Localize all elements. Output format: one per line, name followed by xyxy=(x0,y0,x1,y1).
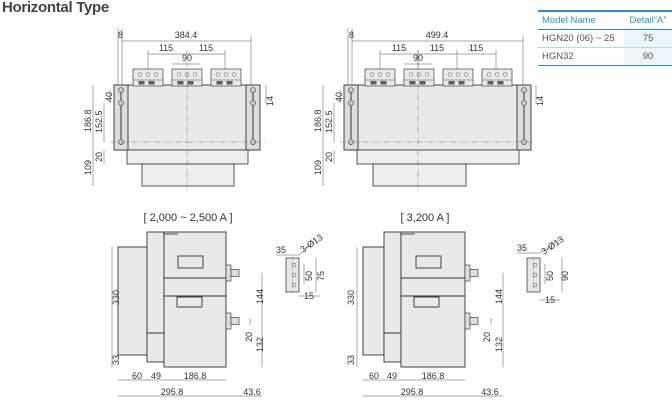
side-view-2-dims: 330 33 144 20 132 60 49 186.8 295.8 43.6 xyxy=(346,289,504,397)
dim-43-6: 43.6 xyxy=(243,387,261,397)
dim-flange-8: 8 xyxy=(118,30,123,40)
side-view-1-dims: 330 33 144 20 132 60 49 186.8 295.8 43.6 xyxy=(111,289,265,397)
side-view-2-dimlines xyxy=(356,247,504,397)
front-view-3-terminal xyxy=(92,28,267,192)
dim-50: 50 xyxy=(304,271,314,281)
dim-35: 35 xyxy=(517,243,527,253)
dim-33: 33 xyxy=(111,355,121,365)
dim-detail-a: 75 xyxy=(316,271,326,281)
side-view-3200a xyxy=(362,231,479,368)
dim-186-8: 186.8 xyxy=(313,109,323,132)
cell-model: HGN20 (06) ~ 25 xyxy=(538,29,625,48)
header-model-name: Model Name xyxy=(538,10,625,30)
model-detail-table: Model Name Detail“A” HGN20 (06) ~ 25 75 … xyxy=(538,10,672,66)
header-detail-a: Detail“A” xyxy=(624,10,672,30)
dim-132: 132 xyxy=(494,337,504,352)
dim-49: 49 xyxy=(387,371,397,381)
detail-a-2: 35 3-Ø13 50 90 15 xyxy=(517,234,570,305)
dim-295-8: 295.8 xyxy=(401,387,424,397)
dim-295-8: 295.8 xyxy=(161,387,184,397)
dim-pitch-3: 115 xyxy=(469,43,483,53)
dim-186-8: 186.8 xyxy=(422,371,445,381)
dim-overall-width: 499.4 xyxy=(426,30,449,40)
front-view-4-terminal xyxy=(322,28,537,192)
front-view-3-dims: 8 8 384.4 115 115 90 40 14 186.8 152.5 2… xyxy=(83,30,275,175)
dim-35: 35 xyxy=(276,245,286,255)
dim-109: 109 xyxy=(83,160,93,175)
dim-15: 15 xyxy=(545,295,555,305)
dim-flange-8: 8 xyxy=(349,30,354,40)
section-caption-3200a: [ 3,200 A ] xyxy=(401,212,450,224)
dim-152-5: 152.5 xyxy=(94,110,104,133)
dim-60: 60 xyxy=(369,371,379,381)
dim-holes: 3-Ø13 xyxy=(298,232,324,255)
dim-center-pitch: 90 xyxy=(182,53,192,63)
dim-holes: 3-Ø13 xyxy=(539,234,565,257)
front-view-4-dims: 8 499.4 115 115 115 90 40 14 186.8 152.5… xyxy=(313,30,545,175)
dim-144: 144 xyxy=(255,289,265,304)
dim-pitch-2: 115 xyxy=(430,43,444,53)
dim-152-5: 152.5 xyxy=(324,110,334,133)
dim-14: 14 xyxy=(265,96,275,106)
dim-330: 330 xyxy=(111,290,121,305)
dim-186-8: 186.8 xyxy=(184,371,207,381)
dim-186-8: 186.8 xyxy=(83,109,93,132)
dim-33: 33 xyxy=(346,355,356,365)
detail-a-1: 35 3-Ø13 50 75 15 xyxy=(276,232,326,301)
dim-detail-a: 90 xyxy=(560,271,570,281)
dim-109: 109 xyxy=(313,160,323,175)
dim-14: 14 xyxy=(535,96,545,106)
cell-detail: 90 xyxy=(624,47,672,66)
dim-pitch-1: 115 xyxy=(392,43,406,53)
dim-20: 20 xyxy=(244,332,254,342)
dim-330: 330 xyxy=(346,290,356,305)
dim-pitch-right: 115 xyxy=(199,43,213,53)
side-view-2000-2500a xyxy=(117,231,240,368)
page-title: Horizontal Type xyxy=(2,0,109,16)
dim-43-6: 43.6 xyxy=(481,387,499,397)
dim-40: 40 xyxy=(104,92,114,102)
dim-20: 20 xyxy=(324,152,334,162)
dim-overall-width: 384.4 xyxy=(175,30,198,40)
dim-20: 20 xyxy=(482,332,492,342)
dim-15: 15 xyxy=(304,291,314,301)
dim-20: 20 xyxy=(94,152,104,162)
side-view-1-dimlines xyxy=(111,247,263,397)
table-header-row: Model Name Detail“A” xyxy=(538,10,672,30)
dim-49: 49 xyxy=(151,371,161,381)
dim-144: 144 xyxy=(494,289,504,304)
dim-50: 50 xyxy=(545,271,555,281)
table-row: HGN20 (06) ~ 25 75 xyxy=(538,29,672,48)
section-caption-2000-2500a: [ 2,000 ~ 2,500 A ] xyxy=(144,212,233,224)
table-row: HGN32 90 xyxy=(538,47,672,66)
dim-40: 40 xyxy=(334,92,344,102)
dim-60: 60 xyxy=(132,371,142,381)
dim-center-pitch: 90 xyxy=(413,53,423,63)
cell-model: HGN32 xyxy=(538,47,625,66)
cell-detail: 75 xyxy=(624,29,672,48)
dim-132: 132 xyxy=(255,337,265,352)
dim-pitch-left: 115 xyxy=(159,43,173,53)
